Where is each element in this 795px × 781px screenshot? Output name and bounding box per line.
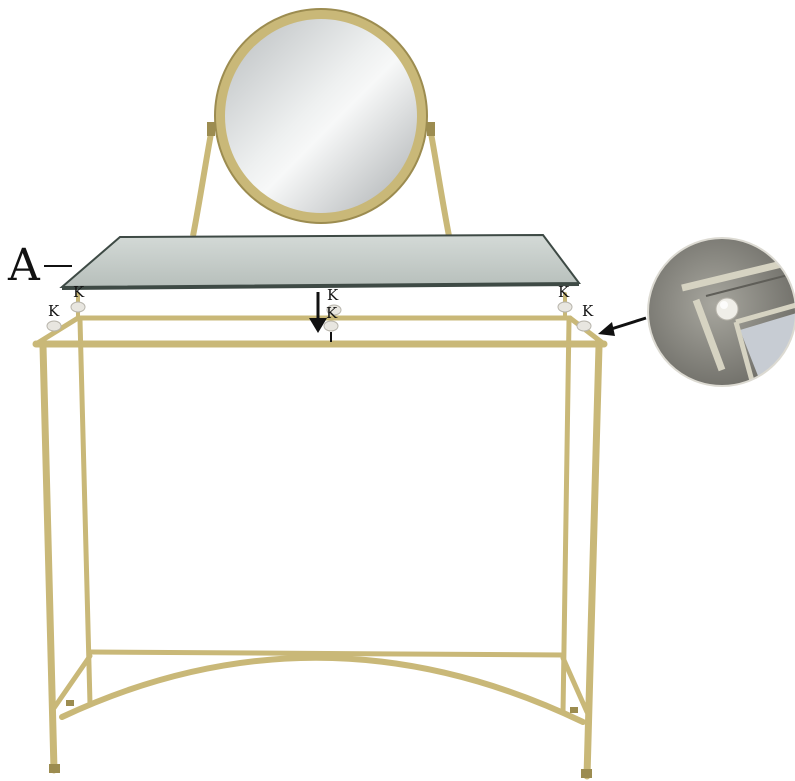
bumper <box>47 321 61 331</box>
glass-top <box>62 235 579 290</box>
bumper <box>324 321 338 331</box>
bumper-label: K <box>558 283 570 301</box>
mirror-glass <box>225 19 417 213</box>
bumper <box>558 302 572 312</box>
bumper-label: K <box>73 283 85 301</box>
bumper-label: K <box>582 302 594 320</box>
leg-feet <box>49 700 592 778</box>
detail-inset <box>648 238 795 386</box>
mirror-support-right <box>430 128 449 236</box>
glass-top-label: A <box>7 240 41 291</box>
mirror-pivot-left <box>207 122 215 136</box>
bumper-label: K <box>327 286 339 304</box>
bumper <box>71 302 85 312</box>
mirror-support-left <box>193 128 212 236</box>
mirror-pivot-right <box>427 122 435 136</box>
bumper-label: K <box>326 304 338 322</box>
table-frame <box>36 294 604 776</box>
arrow-left-icon <box>598 318 646 336</box>
bumper-label: K <box>48 302 60 320</box>
bumper <box>577 321 591 331</box>
bumper-detail <box>716 298 738 320</box>
mirror <box>193 9 449 236</box>
